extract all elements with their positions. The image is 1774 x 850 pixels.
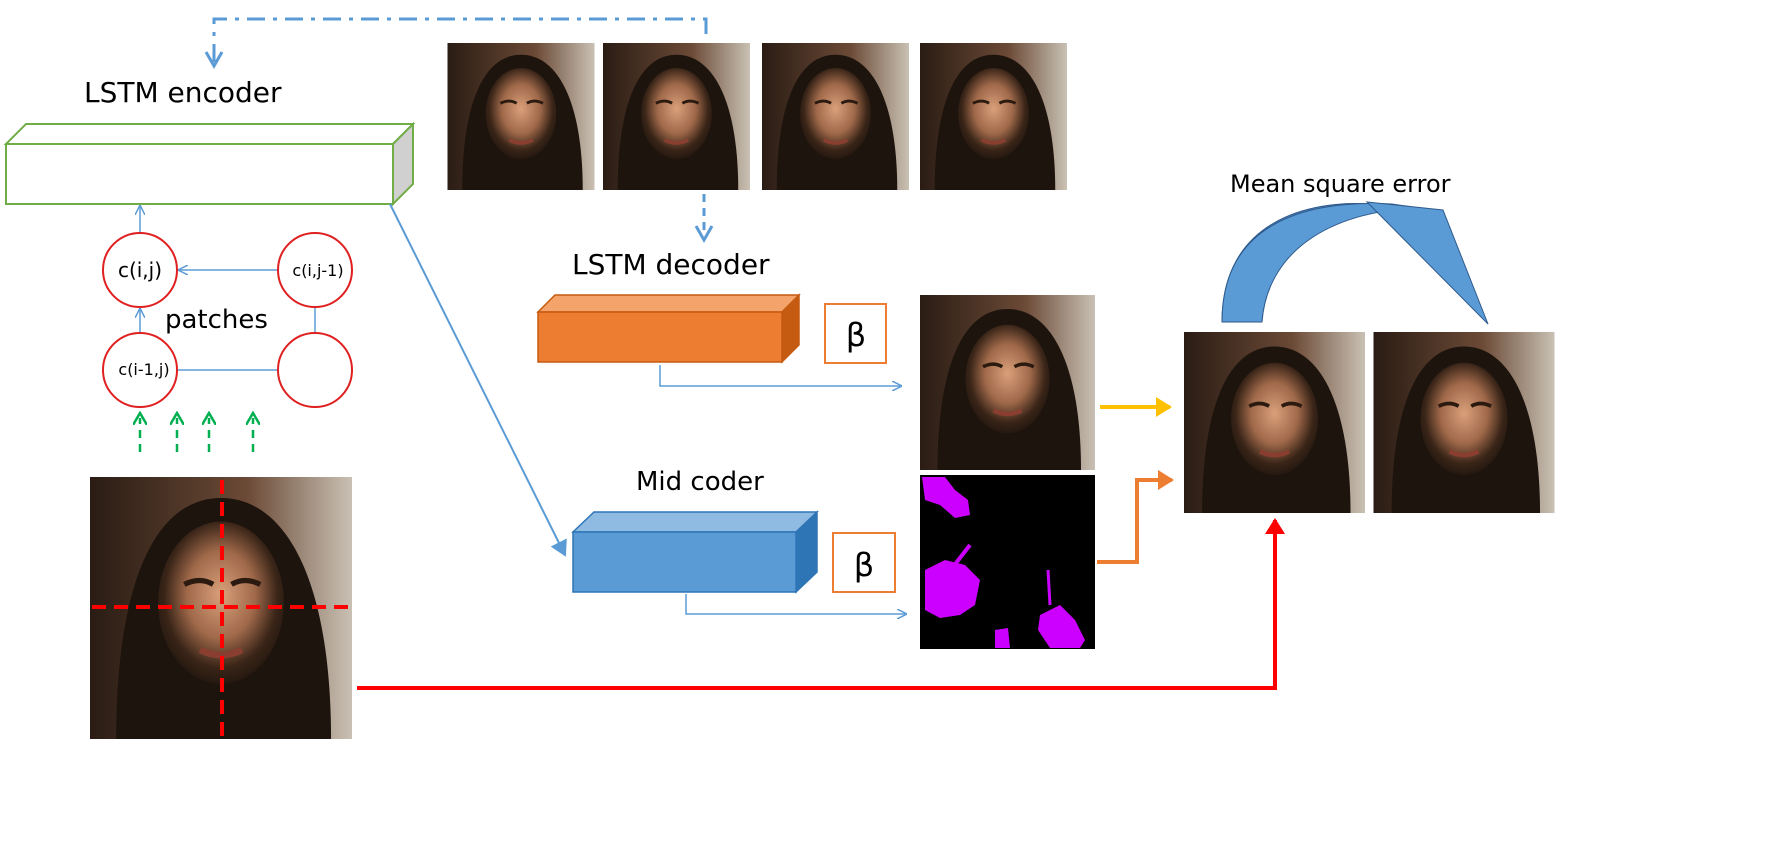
node-c-ij: [102, 232, 178, 308]
mid-coder-box: [571, 510, 819, 594]
node-c-iminus1-j-label: c(i-1,j): [118, 360, 169, 379]
frames-to-decoder-arrowhead: [694, 225, 714, 244]
frame-3: [762, 43, 909, 190]
lstm-decoder-title: LSTM decoder: [572, 248, 770, 281]
node-c-ij-label: c(i,j): [118, 258, 162, 282]
lstm-decoder-box: [536, 293, 801, 364]
encoder-to-mid-arrow: [389, 203, 567, 557]
decoder-output-image: [920, 295, 1095, 470]
result-image-2: [1374, 332, 1555, 513]
input-to-result-arrow: [357, 518, 1285, 690]
input-photo: [90, 477, 352, 739]
node-blank: [277, 332, 353, 408]
node-c-ij-minus1-label: c(i,j-1): [292, 261, 343, 280]
decoder-beta: β: [846, 316, 866, 354]
lstm-encoder-box: [3, 121, 416, 207]
mid-coder-title: Mid coder: [636, 467, 764, 497]
feedback-arrowhead: [204, 51, 224, 70]
lstm-encoder-title: LSTM encoder: [84, 76, 282, 109]
mid-beta: β: [854, 546, 874, 584]
feedback-dash-line: [212, 17, 708, 62]
frame-1: [447, 43, 595, 190]
mid-output-arrow: [685, 594, 905, 614]
mask-to-result-arrow: [1097, 470, 1174, 564]
mean-square-error-label: Mean square error: [1230, 170, 1451, 198]
patches-label: patches: [165, 305, 268, 335]
decoder-output-arrow: [659, 365, 900, 386]
patch-input-arrows: [140, 418, 253, 452]
mask-image: [920, 475, 1095, 649]
result-image-1: [1184, 332, 1365, 513]
frame-2: [603, 43, 750, 190]
node-c-ij-minus1: [277, 232, 353, 308]
mse-curved-arrow: [1221, 201, 1489, 325]
decoder-beta-box: [824, 303, 887, 364]
mid-beta-box: [832, 532, 896, 593]
node-c-iminus1-j: [102, 332, 178, 408]
input-frames: [447, 43, 1067, 190]
frame-4: [920, 43, 1067, 190]
